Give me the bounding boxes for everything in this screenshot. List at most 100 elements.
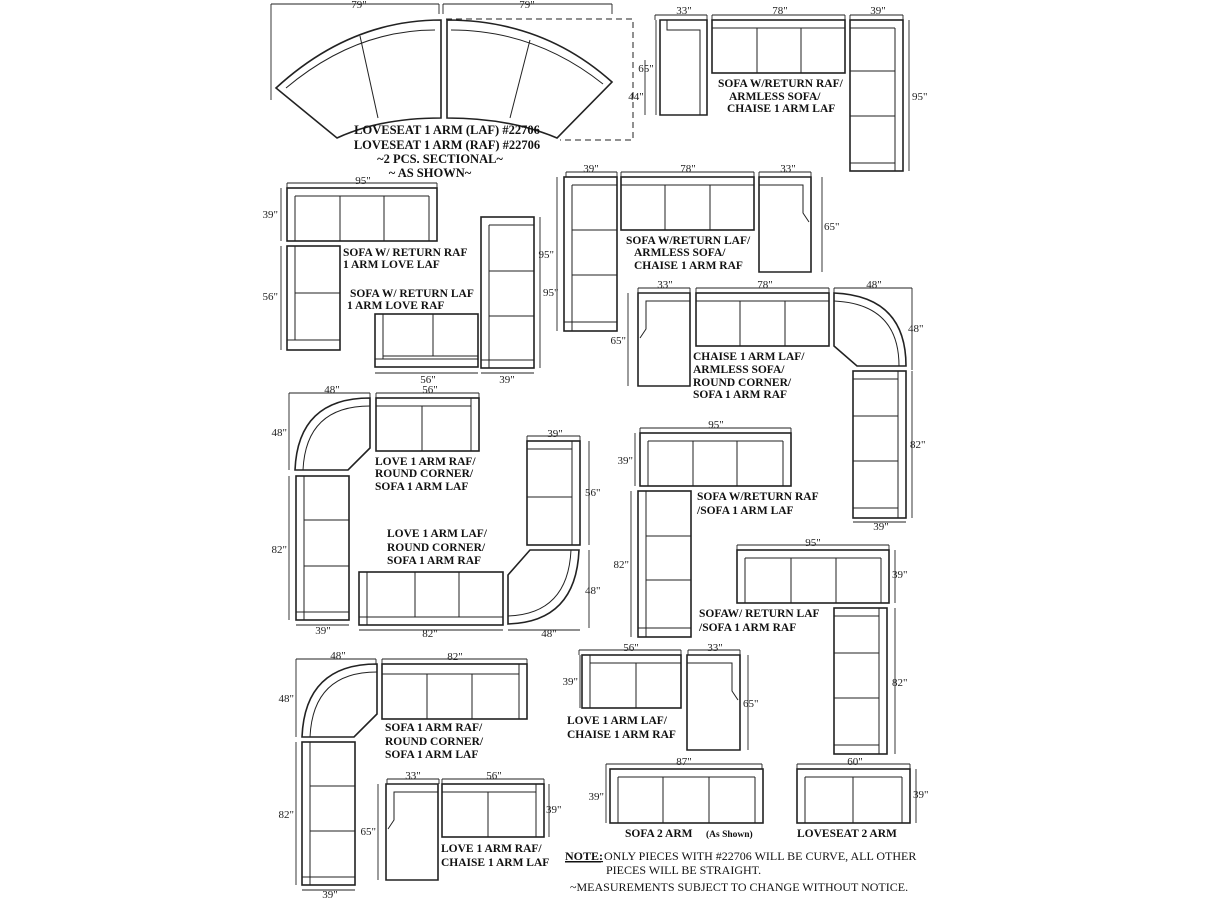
label-g6-1: CHAISE 1 ARM LAF/ <box>693 351 805 363</box>
dim-39: 39" <box>913 789 929 801</box>
label-g4-1: SOFA W/ RETURN LAF <box>350 288 474 300</box>
dim-65: 65" <box>824 221 840 233</box>
label-g4-2: 1 ARM LOVE RAF <box>347 300 444 312</box>
label-g2-2: ARMLESS SOFA/ <box>729 91 821 103</box>
dim-48: 48" <box>908 323 924 335</box>
label-g7-3: SOFA 1 ARM LAF <box>375 481 468 493</box>
label-curve-3: ~2 PCS. SECTIONAL~ <box>377 152 503 166</box>
dim-95: 95" <box>708 419 724 431</box>
config-love-laf-round-corner: 39" 56" 48" 48" 82" LOVE 1 ARM LAF/ ROUN… <box>358 428 601 640</box>
label-g7-1: LOVE 1 ARM RAF/ <box>375 456 476 468</box>
label-g7-2: ROUND CORNER/ <box>375 468 474 480</box>
dim-95: 95" <box>355 175 371 187</box>
dim-39: 39" <box>892 569 908 581</box>
dim-39: 39" <box>263 209 279 221</box>
dim-33: 33" <box>780 163 796 175</box>
note-line-1: ONLY PIECES WITH #22706 WILL BE CURVE, A… <box>604 849 916 863</box>
label-g10-2: /SOFA 1 ARM RAF <box>698 622 796 634</box>
config-sofa-2-arm: 87" 39" SOFA 2 ARM (As Shown) <box>589 756 764 840</box>
label-g9-2: /SOFA 1 ARM LAF <box>696 505 794 517</box>
dim-78: 78" <box>680 163 696 175</box>
label-g5-3: CHAISE 1 ARM RAF <box>634 260 743 272</box>
dim-33: 33" <box>676 5 692 17</box>
dim-82: 82" <box>892 677 908 689</box>
dim-56: 56" <box>422 384 438 396</box>
dim-82: 82" <box>422 628 438 640</box>
dim-33: 33" <box>707 642 723 654</box>
label-g12-1: LOVE 1 ARM LAF/ <box>567 715 668 727</box>
config-sofa-return-laf-sofa-raf: 95" 39" 82" SOFAW/ RETURN LAF /SOFA 1 AR… <box>698 537 908 755</box>
dim-65: 65" <box>743 698 759 710</box>
label-g11-1: SOFA 1 ARM RAF/ <box>385 722 483 734</box>
label-g9-1: SOFA W/RETURN RAF <box>697 491 819 503</box>
dim-39: 39" <box>583 163 599 175</box>
dim-39: 39" <box>315 625 331 637</box>
label-g8-1: LOVE 1 ARM LAF/ <box>387 528 488 540</box>
label-curve-2: LOVESEAT 1 ARM (RAF) #22706 <box>354 138 540 152</box>
label-curve-4: ~ AS SHOWN~ <box>389 166 472 180</box>
dim-39: 39" <box>870 5 886 17</box>
config-chaise-laf-round-corner: 33" 78" 48" 48" 65" 82" 39" CHAISE 1 ARM… <box>611 279 926 533</box>
label-g5-1: SOFA W/RETURN LAF/ <box>626 235 751 247</box>
dim-39: 39" <box>499 374 515 386</box>
label-as-shown: (As Shown) <box>706 829 753 840</box>
dim-48: 48" <box>330 650 346 662</box>
config-love-laf-chaise-raf: 56" 33" 39" 65" LOVE 1 ARM LAF/ CHAISE 1… <box>563 642 759 751</box>
dim-48: 48" <box>272 427 288 439</box>
dim-39: 39" <box>547 428 563 440</box>
label-g3-2: 1 ARM LOVE LAF <box>343 259 440 271</box>
label-g6-4: SOFA 1 ARM RAF <box>693 389 787 401</box>
label-g6-2: ARMLESS SOFA/ <box>693 364 785 376</box>
dim-44: 44" <box>628 91 644 103</box>
dim-82: 82" <box>614 559 630 571</box>
dim-48: 48" <box>279 693 295 705</box>
config-sofa-raf-round-corner: 48" 48" 82" 82" 39" SOFA 1 ARM RAF/ ROUN… <box>279 650 528 900</box>
config-loveseat-2-arm: 60" 39" LOVESEAT 2 ARM <box>796 756 929 840</box>
dim-56: 56" <box>486 770 502 782</box>
dim-65: 65" <box>611 335 627 347</box>
label-curve-1: LOVESEAT 1 ARM (LAF) #22706 <box>354 123 540 137</box>
label-g13-1: LOVE 1 ARM RAF/ <box>441 843 542 855</box>
label-sofa-2-arm: SOFA 2 ARM <box>625 828 693 840</box>
dim-width-right: 79" <box>519 0 535 11</box>
dim-95: 95" <box>805 537 821 549</box>
label-g2-1: SOFA W/RETURN RAF/ <box>718 78 844 90</box>
config-sofa-return-raf-sofa-laf: 95" 39" 82" SOFA W/RETURN RAF /SOFA 1 AR… <box>614 419 819 638</box>
dim-78: 78" <box>757 279 773 291</box>
label-g2-3: CHAISE 1 ARM LAF <box>727 103 835 115</box>
dim-82: 82" <box>910 439 926 451</box>
dim-39: 39" <box>546 804 562 816</box>
dim-65: 65" <box>361 826 377 838</box>
dim-82: 82" <box>279 809 295 821</box>
dim-39: 39" <box>873 521 889 533</box>
dim-39: 39" <box>589 791 605 803</box>
dim-56: 56" <box>420 374 436 386</box>
dim-48: 48" <box>324 384 340 396</box>
dim-48: 48" <box>585 585 601 597</box>
dim-82: 82" <box>447 651 463 663</box>
note-line-3: ~MEASUREMENTS SUBJECT TO CHANGE WITHOUT … <box>570 880 908 894</box>
dim-width-left: 79" <box>351 0 367 11</box>
note-label: NOTE: <box>565 849 603 863</box>
label-g11-2: ROUND CORNER/ <box>385 736 484 748</box>
config-sofa-return-laf-love-raf: 95" 56" 39" SOFA W/ RETURN LAF 1 ARM LOV… <box>347 216 559 386</box>
dim-78: 78" <box>772 5 788 17</box>
dim-48: 48" <box>866 279 882 291</box>
dim-95: 95" <box>543 287 559 299</box>
dim-48: 48" <box>541 628 557 640</box>
dim-39: 39" <box>563 676 579 688</box>
dim-82: 82" <box>272 544 288 556</box>
label-g13-2: CHAISE 1 ARM LAF <box>441 857 549 869</box>
label-g5-2: ARMLESS SOFA/ <box>634 247 726 259</box>
dim-39: 39" <box>618 455 634 467</box>
label-loveseat-2-arm: LOVESEAT 2 ARM <box>797 828 897 840</box>
label-g6-3: ROUND CORNER/ <box>693 377 792 389</box>
dim-87: 87" <box>676 756 692 768</box>
label-g12-2: CHAISE 1 ARM RAF <box>567 729 676 741</box>
note-line-2: PIECES WILL BE STRAIGHT. <box>606 863 761 877</box>
config-love-raf-chaise-laf: 33" 56" 65" 39" LOVE 1 ARM RAF/ CHAISE 1… <box>361 770 562 881</box>
dim-95: 95" <box>539 249 555 261</box>
config-sofa-return-raf-love-laf: 95" 39" 56" SOFA W/ RETURN RAF 1 ARM LOV… <box>263 175 468 351</box>
label-g8-3: SOFA 1 ARM RAF <box>387 555 481 567</box>
